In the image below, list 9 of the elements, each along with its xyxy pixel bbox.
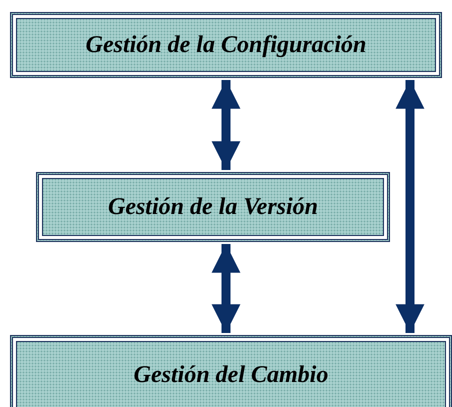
double-arrow bbox=[212, 244, 240, 333]
box-title: Gestión de la Configuración bbox=[86, 32, 366, 58]
box-title: Gestión del Cambio bbox=[134, 362, 328, 388]
double-arrow bbox=[396, 80, 424, 333]
process-box bbox=[36, 172, 390, 242]
process-box bbox=[10, 335, 452, 407]
double-arrow bbox=[212, 80, 240, 170]
process-box bbox=[10, 12, 442, 78]
box-title: Gestión de la Versión bbox=[108, 194, 318, 220]
